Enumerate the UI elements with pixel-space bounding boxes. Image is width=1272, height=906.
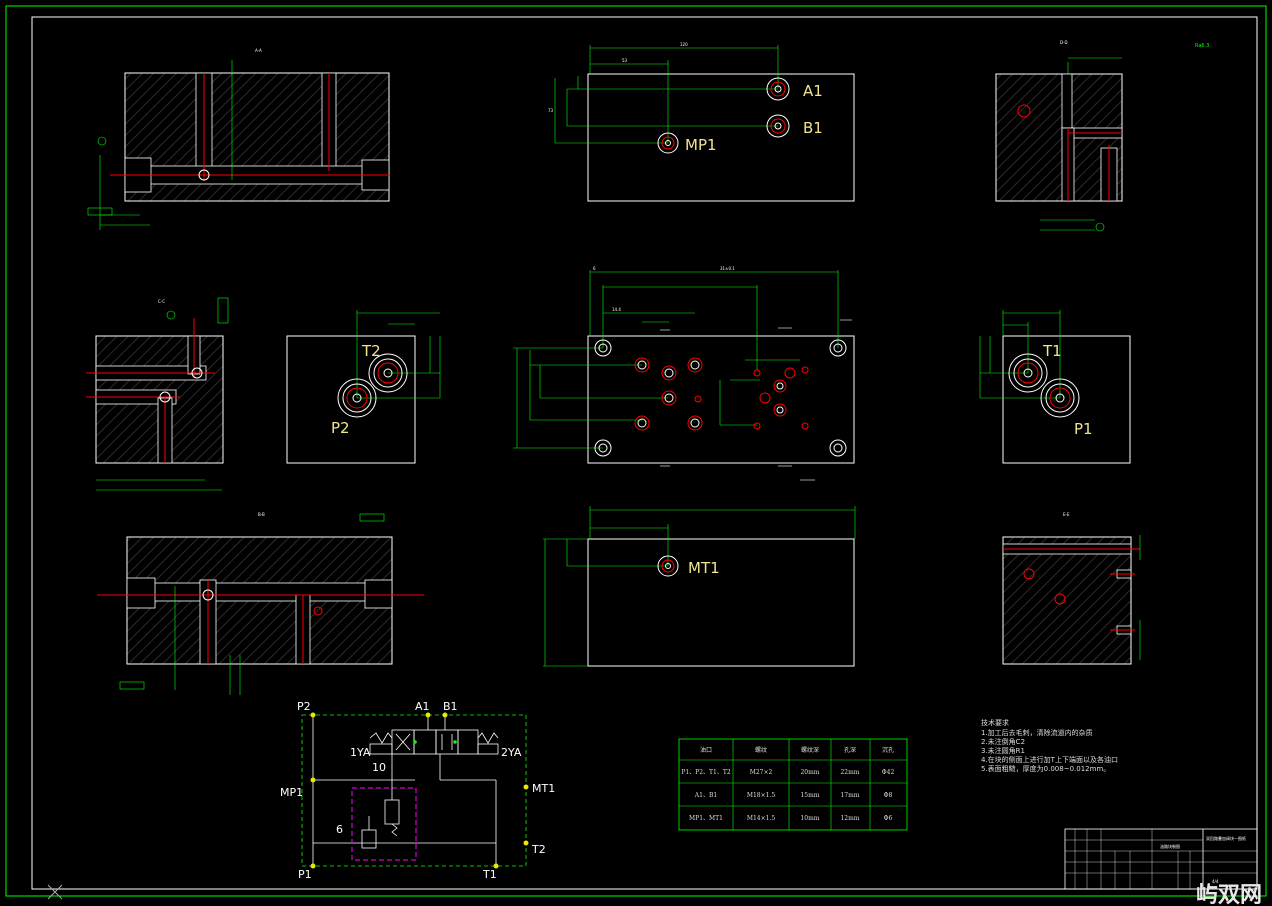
roughness-mark: Ra6.3 <box>1195 43 1209 49</box>
tech-requirements: 技术要求 1.加工后去毛刺，清除流道内的杂质 2.未注倒角C2 3.未注圆角R1… <box>981 718 1118 773</box>
table-cell: 20mm <box>800 769 819 776</box>
schematic-label-mp1: MP1 <box>280 786 303 799</box>
table-cell: 22mm <box>840 769 859 776</box>
schematic-label-t1: T1 <box>482 868 497 881</box>
tech-requirement-line: 4.在块的侧面上进行加T上下端面以及各油口 <box>981 755 1118 764</box>
port-label-mt1: MT1 <box>688 559 720 577</box>
inner-frame <box>31 16 1258 890</box>
section-label-d-d: D-D <box>1060 40 1068 45</box>
port-label-p2: P2 <box>331 419 350 437</box>
port-label-t1: T1 <box>1042 342 1062 360</box>
tech-requirement-line: 3.未注圆角R1 <box>981 746 1025 755</box>
tech-requirement-line: 2.未注倒角C2 <box>981 737 1025 746</box>
schematic-label-a1: A1 <box>415 700 430 713</box>
table-cell: Φ8 <box>884 792 893 799</box>
main-top-view: 31±0.1 14.4 6 <box>513 266 855 481</box>
schematic-label-mt1: MT1 <box>532 782 555 795</box>
port-label-t2: T2 <box>361 342 381 360</box>
table-cell: 12mm <box>840 815 859 822</box>
dim-col-a: 14.4 <box>612 307 621 312</box>
title-block-drawing-title: 双回路叠加阀块—图纸 <box>1206 835 1246 841</box>
table-cell: A1、B1 <box>694 792 717 799</box>
outer-frame <box>5 5 1267 897</box>
section-view-b-b: B-B <box>97 512 424 695</box>
port-label-p1: P1 <box>1074 420 1093 438</box>
title-block-part-name: 油路块制图 <box>1160 843 1180 849</box>
dim-height: 73 <box>548 108 554 113</box>
title-block-sheet: 4/4 <box>1212 879 1219 884</box>
schematic-label-valve-6: 6 <box>336 823 343 836</box>
tech-requirement-line: 5.表面粗糙，厚度为0.008~0.012mm。 <box>981 764 1110 773</box>
table-header-hole-depth: 孔深 <box>844 746 856 754</box>
section-label-a-a: A-A <box>255 48 262 53</box>
table-header-counterbore: 沉孔 <box>882 746 894 754</box>
table-cell: M18×1.5 <box>747 792 776 799</box>
dim-left-offset: 6 <box>593 266 596 271</box>
table-cell: M14×1.5 <box>747 815 776 822</box>
port-label-a1: A1 <box>803 82 823 100</box>
table-cell: Φ42 <box>882 769 895 776</box>
section-view-c-c: C-C <box>86 297 229 491</box>
section-label-e-e: E-E <box>1063 512 1070 517</box>
section-view-a-a: A-A <box>87 48 390 230</box>
dim-col-b: 31±0.1 <box>720 266 735 271</box>
section-label-c-c: C-C <box>158 299 165 304</box>
port-table: 油口 螺纹 螺纹深 孔深 沉孔 P1、P2、T1、T2 M27×2 20mm 2… <box>678 738 908 831</box>
section-view-d-d: D-D Ra6.3 <box>995 40 1209 232</box>
hydraulic-schematic: P2 A1 B1 1YA 2YA 10 MP1 MT1 6 P1 T1 T2 <box>280 700 555 881</box>
front-view-top: 120 53 73 A1 B1 MP1 <box>548 42 855 202</box>
table-cell: 10mm <box>800 815 819 822</box>
tech-requirement-line: 1.加工后去毛刺，清除流道内的杂质 <box>981 728 1093 737</box>
schematic-label-1ya: 1YA <box>350 746 371 759</box>
schematic-label-b1: B1 <box>443 700 458 713</box>
watermark-logo: 屿双网 <box>1196 883 1262 906</box>
side-view-t1-p1: T1 P1 <box>979 310 1131 464</box>
port-label-b1: B1 <box>803 119 823 137</box>
schematic-label-p1: P1 <box>298 868 312 881</box>
tech-requirements-title: 技术要求 <box>981 718 1009 727</box>
table-header-thread: 螺纹 <box>755 746 767 754</box>
side-view-p2-t2: T2 P2 <box>286 310 441 464</box>
title-block: 油路块制图 双回路叠加阀块—图纸 4/4 <box>1064 828 1258 890</box>
table-cell: 15mm <box>800 792 819 799</box>
schematic-label-p2: P2 <box>297 700 311 713</box>
section-label-b-b: B-B <box>258 512 265 517</box>
schematic-label-valve-10: 10 <box>372 761 386 774</box>
front-view-bottom: MT1 <box>543 506 856 667</box>
table-cell: P1、P2、T1、T2 <box>681 769 731 776</box>
schematic-label-t2: T2 <box>531 843 546 856</box>
table-header-port: 油口 <box>700 746 712 754</box>
table-cell: MP1、MT1 <box>689 815 723 822</box>
dim-overall-width: 120 <box>680 42 688 47</box>
table-cell: M27×2 <box>750 769 773 776</box>
schematic-label-2ya: 2YA <box>501 746 522 759</box>
dim-hole-pitch: 53 <box>622 58 628 63</box>
port-label-mp1: MP1 <box>685 136 717 154</box>
table-cell: Φ6 <box>884 815 893 822</box>
table-cell: 17mm <box>840 792 859 799</box>
table-header-thread-depth: 螺纹深 <box>801 746 819 754</box>
section-view-e-e: E-E <box>1002 512 1141 665</box>
